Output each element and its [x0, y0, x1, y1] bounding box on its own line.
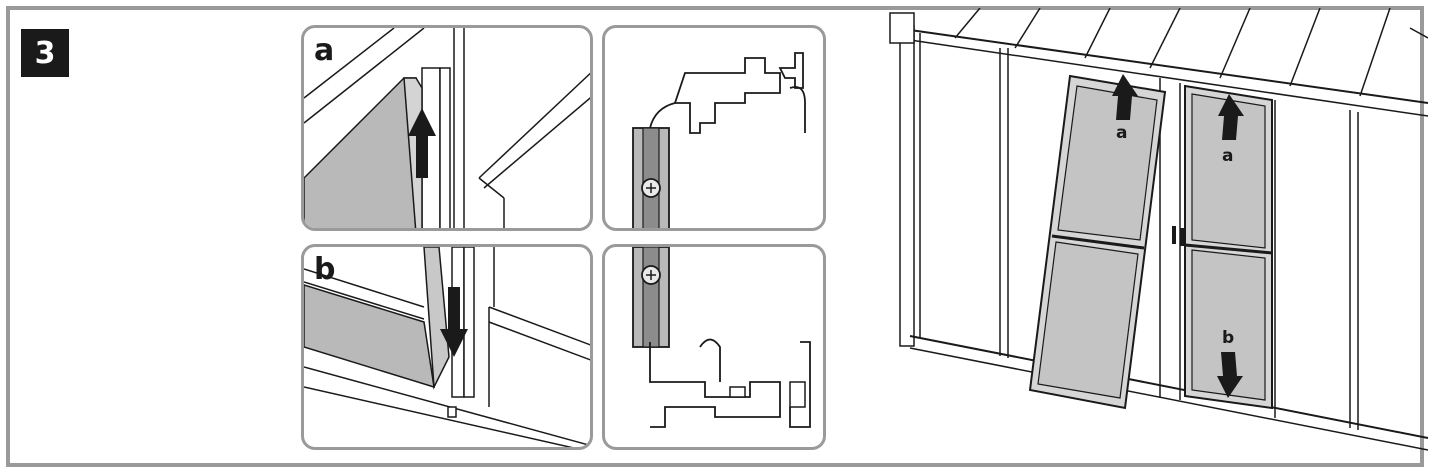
profile-top-illustration [632, 52, 806, 228]
detail-b-illustration [304, 247, 590, 447]
right-door-top-arrow-label: a [1222, 146, 1234, 166]
profile-bottom-illustration [632, 247, 811, 428]
detail-b-letter: b [314, 252, 336, 287]
step-number-badge: 3 [21, 29, 69, 77]
profile-panel-top [602, 25, 826, 231]
detail-a-letter: a [314, 33, 335, 68]
right-door-bottom-arrow-label: b [1222, 328, 1235, 348]
left-door-arrow-label: a [1116, 123, 1128, 143]
greenhouse-illustration [889, 7, 1429, 451]
greenhouse-door-scene: a a b [880, 7, 1429, 466]
detail-panel-a: a [301, 25, 593, 231]
profile-panel-bottom [602, 244, 826, 450]
detail-panel-b: b [301, 244, 593, 450]
detail-a-illustration [304, 28, 590, 228]
